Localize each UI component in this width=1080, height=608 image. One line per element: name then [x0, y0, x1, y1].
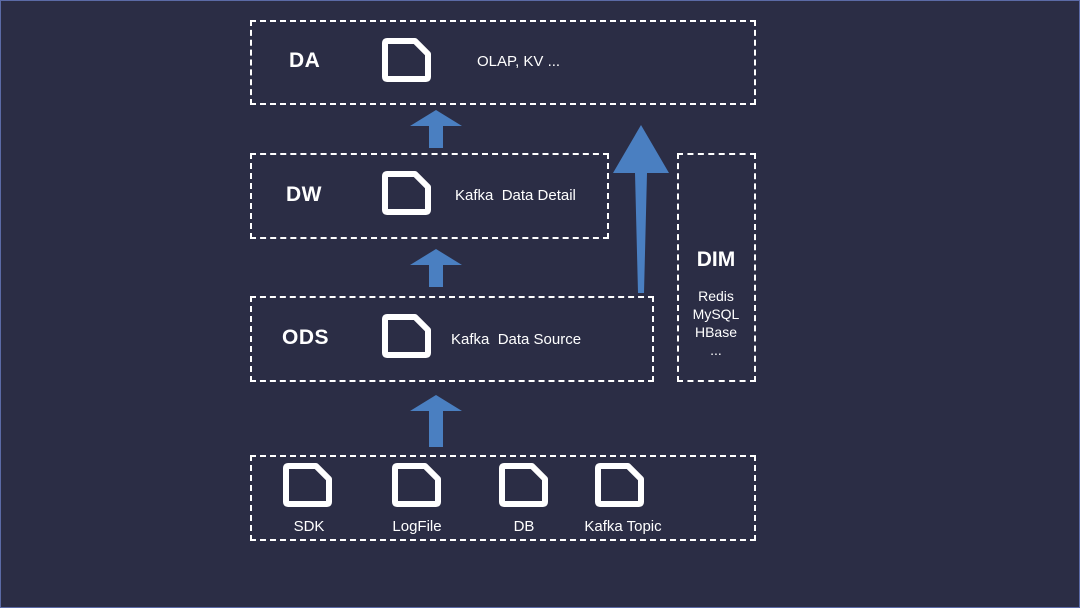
document-icon	[381, 314, 435, 358]
dw-layer-desc: Kafka Data Detail	[455, 187, 576, 204]
da-layer-title: DA	[289, 49, 321, 72]
dw-layer-title: DW	[286, 183, 322, 206]
dim-item-redis: Redis	[698, 288, 734, 304]
dim-items: Redis MySQL HBase ...	[677, 287, 755, 359]
ods-layer-desc: Kafka Data Source	[451, 331, 582, 348]
document-icon	[498, 463, 552, 507]
source-label-kafka-topic: Kafka Topic	[584, 518, 662, 535]
ods-layer-title: ODS	[282, 326, 330, 349]
da-layer-desc: OLAP, KV ...	[477, 53, 561, 70]
arrow-up-icon	[410, 110, 462, 148]
ods-layer-box	[250, 296, 654, 382]
dim-box	[677, 153, 756, 382]
source-label-logfile: LogFile	[392, 518, 442, 535]
source-label-sdk: SDK	[293, 518, 325, 535]
dim-item-mysql: MySQL	[692, 306, 740, 322]
dw-layer-box	[250, 153, 609, 239]
sources-box	[250, 455, 756, 541]
arrow-up-tall-icon	[613, 125, 669, 293]
document-icon	[391, 463, 445, 507]
dim-item-more: ...	[710, 342, 722, 358]
source-label-db: DB	[513, 518, 535, 535]
document-icon	[381, 171, 435, 215]
document-icon	[594, 463, 648, 507]
da-layer-box	[250, 20, 756, 105]
arrow-up-icon	[410, 249, 462, 287]
arrow-up-icon	[410, 395, 462, 447]
document-icon	[381, 38, 435, 82]
document-icon	[282, 463, 336, 507]
dim-item-hbase: HBase	[694, 324, 738, 340]
dim-title: DIM	[696, 248, 736, 271]
